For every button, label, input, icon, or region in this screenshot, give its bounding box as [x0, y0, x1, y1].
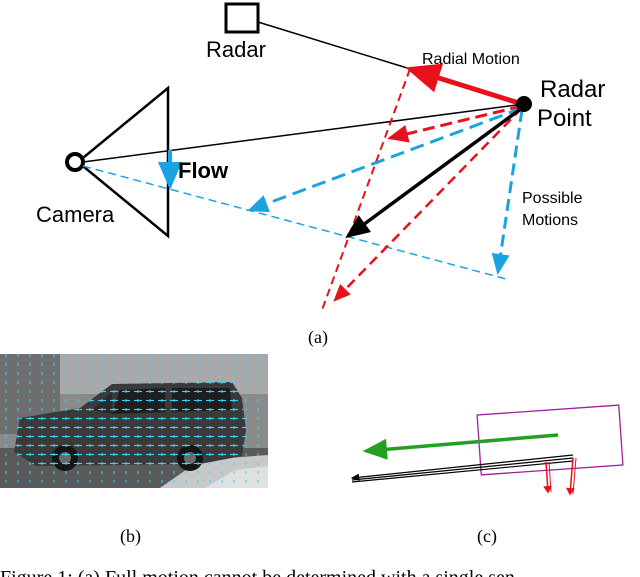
- red-dashed-line-1: [321, 68, 411, 311]
- panel-b-caption: (b): [120, 526, 141, 547]
- radar-point-label-2: Point: [537, 105, 592, 132]
- panel-c: (c): [350, 404, 624, 547]
- black-motion-arrow-1: [350, 454, 574, 481]
- camera-icon: [65, 152, 85, 172]
- radar-sensor-icon: [224, 2, 260, 34]
- radar-point-label-1: Radar: [540, 76, 605, 103]
- radial-motion-arrow: [405, 63, 523, 107]
- panel-a-caption: (a): [308, 327, 328, 348]
- possible-motions-label-1: Possible: [522, 190, 583, 207]
- flow-label: Flow: [178, 158, 229, 183]
- camera-dashed-ray: [82, 165, 511, 281]
- black-motion-arrow-3: [351, 460, 574, 483]
- panel-c-caption: (c): [477, 526, 497, 547]
- red-motion-arrow-2: [566, 457, 575, 496]
- panel-b: (b): [0, 354, 268, 547]
- camera-ray: [82, 103, 525, 163]
- green-motion-arrow: [362, 433, 559, 460]
- bounding-box: [476, 404, 624, 476]
- radial-motion-label: Radial Motion: [422, 51, 520, 68]
- possible-motions-label-2: Motions: [522, 212, 578, 229]
- true-motion-arrow: [345, 106, 524, 239]
- red-dashed-motion-2: [333, 107, 523, 302]
- panel-a: Radar Camera Flow Radial Motion Radar Po…: [36, 2, 605, 348]
- camera-label: Camera: [36, 202, 115, 227]
- radar-label: Radar: [206, 37, 266, 62]
- red-motion-arrow-1: [543, 461, 553, 494]
- black-motion-arrow-2: [351, 457, 574, 481]
- blue-dashed-motion-1: [247, 106, 523, 213]
- figure-caption: Figure 1: (a) Full motion cannot be dete…: [0, 567, 515, 577]
- blue-dashed-motion-2: [491, 109, 524, 275]
- radar-point: [516, 96, 532, 112]
- red-dashed-motion-1: [387, 104, 523, 143]
